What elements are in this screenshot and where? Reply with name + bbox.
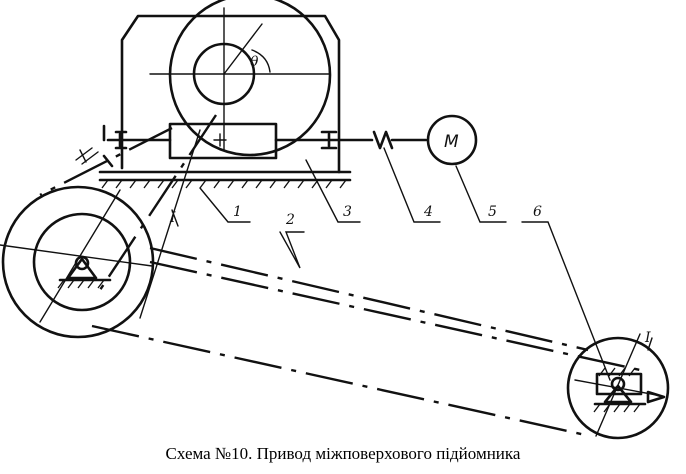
base-plate <box>98 170 352 189</box>
callout-5: 5 <box>488 204 497 220</box>
angle-theta-label: θ <box>250 54 259 70</box>
callout-6: 6 <box>533 204 542 220</box>
electric-motor: M <box>426 114 478 166</box>
leader-lines <box>171 147 653 381</box>
callouts: 1 2 3 4 5 6 I I <box>169 204 651 346</box>
callout-3: 3 <box>343 204 352 220</box>
callout-2: 2 <box>285 212 295 228</box>
figure-caption: Схема №10. Привод міжповерхового підйомн… <box>165 444 521 463</box>
gearbox <box>168 122 278 160</box>
rope-branches <box>39 114 641 438</box>
coupling <box>372 130 428 150</box>
drum-housing <box>120 14 341 174</box>
section-mark-right: I <box>644 330 651 346</box>
main-shaft <box>102 124 374 168</box>
drive-drum: θ <box>149 0 332 157</box>
section-mark-left: I <box>169 210 176 226</box>
motor-label: M <box>444 132 459 152</box>
lower-left-pulley <box>0 185 155 339</box>
callout-4: 4 <box>423 204 433 220</box>
right-pulley <box>566 333 670 440</box>
callout-1: 1 <box>233 204 242 220</box>
